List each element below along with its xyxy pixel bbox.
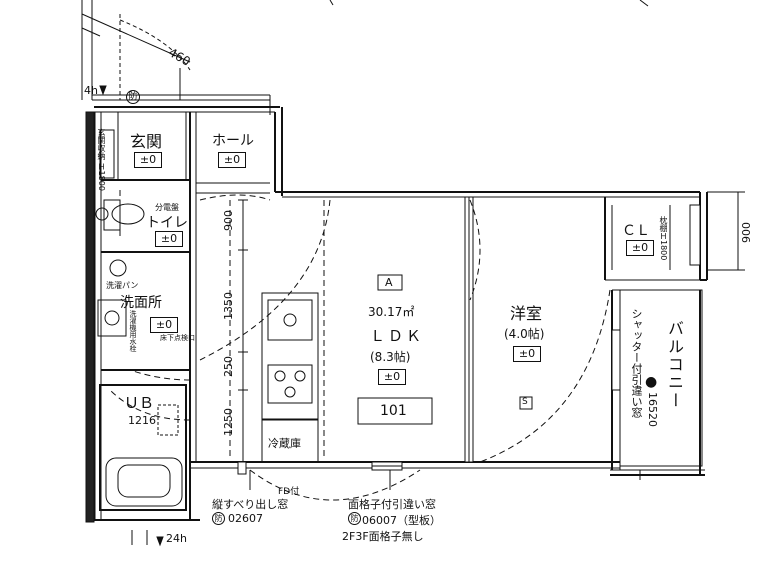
unit-number: 101 xyxy=(380,403,407,419)
room-boxes xyxy=(357,274,533,425)
marker-bottom-left: 24h xyxy=(166,532,187,545)
washer-pan-label: 洗濯パン xyxy=(106,281,139,290)
window2-line2: 06007（型板） xyxy=(362,514,441,527)
balcony-window-code: 16520 xyxy=(646,392,659,427)
fridge-label: 冷蔵庫 xyxy=(268,437,301,450)
inspection-hatch-label: 床下点検口 xyxy=(160,334,195,342)
door-swings xyxy=(109,190,611,501)
fixtures xyxy=(95,129,187,511)
closet-shelf: 枕棚Ｈ1800 xyxy=(659,216,668,261)
window2-fire-mark: 防 xyxy=(348,512,361,525)
shoe-box-label: 玄関収納 Ｈ1800 xyxy=(97,128,106,191)
window1-fire-mark: 防 xyxy=(212,512,225,525)
ldk-area: 30.17㎡ xyxy=(368,305,415,319)
closet-name: ＣＬ xyxy=(622,223,650,239)
bedroom-name: 洋室 xyxy=(510,304,543,323)
ldk-level: ±0 xyxy=(378,369,406,385)
dim-1350: 1350 xyxy=(222,292,235,320)
window2-line1: 面格子付引違い窓 xyxy=(348,498,436,511)
storage-mark: S xyxy=(522,397,528,407)
washer-tap-label: 洗濯機用水栓 xyxy=(129,310,137,352)
bedroom-level: ±0 xyxy=(513,346,541,362)
windows xyxy=(237,204,701,475)
exterior-lines xyxy=(81,0,649,115)
balcony-symbol: ● xyxy=(645,374,658,390)
ldk-tatami: (8.3帖) xyxy=(370,350,411,364)
balcony-name: バルコニー xyxy=(665,320,684,410)
washroom-level: ±0 xyxy=(150,317,178,333)
window1-line2: 02607 xyxy=(228,512,263,525)
window1-line1: 縦すべり出し窓 xyxy=(212,498,289,511)
bath-name: ＵＢ xyxy=(124,394,155,412)
balcony-window-note: シャッター付引違い窓 xyxy=(630,308,643,418)
marker-top-left: 4h xyxy=(84,84,98,97)
hall-level: ±0 xyxy=(218,152,246,168)
entrance-level: ±0 xyxy=(134,152,162,168)
entrance-name: 玄関 xyxy=(130,132,163,151)
gas-marker: 防 xyxy=(126,90,140,104)
closet-level: ±0 xyxy=(626,240,654,256)
bedroom-tatami: (4.0帖) xyxy=(504,327,545,341)
ldk-badge: A xyxy=(385,276,393,289)
window2-line3: 2F3F面格子無し xyxy=(342,530,424,543)
dim-250: 250 xyxy=(222,356,235,377)
dim-1250: 1250 xyxy=(222,408,235,436)
bath-size: 1216 xyxy=(128,414,156,427)
toilet-level: ±0 xyxy=(155,231,183,247)
hall-name: ホール xyxy=(212,133,254,149)
dimension-lines xyxy=(99,85,745,547)
dim-900-right: 900 xyxy=(740,222,753,243)
kitchen xyxy=(261,292,319,463)
dim-900-left: 900 xyxy=(222,210,235,231)
fd-label: FD付 xyxy=(278,487,300,497)
ldk-name: ＬＤＫ xyxy=(370,327,425,345)
washroom-name: 洗面所 xyxy=(120,295,162,311)
toilet-panel-note: 分電盤 xyxy=(155,203,179,212)
toilet-name: トイレ xyxy=(146,215,188,231)
